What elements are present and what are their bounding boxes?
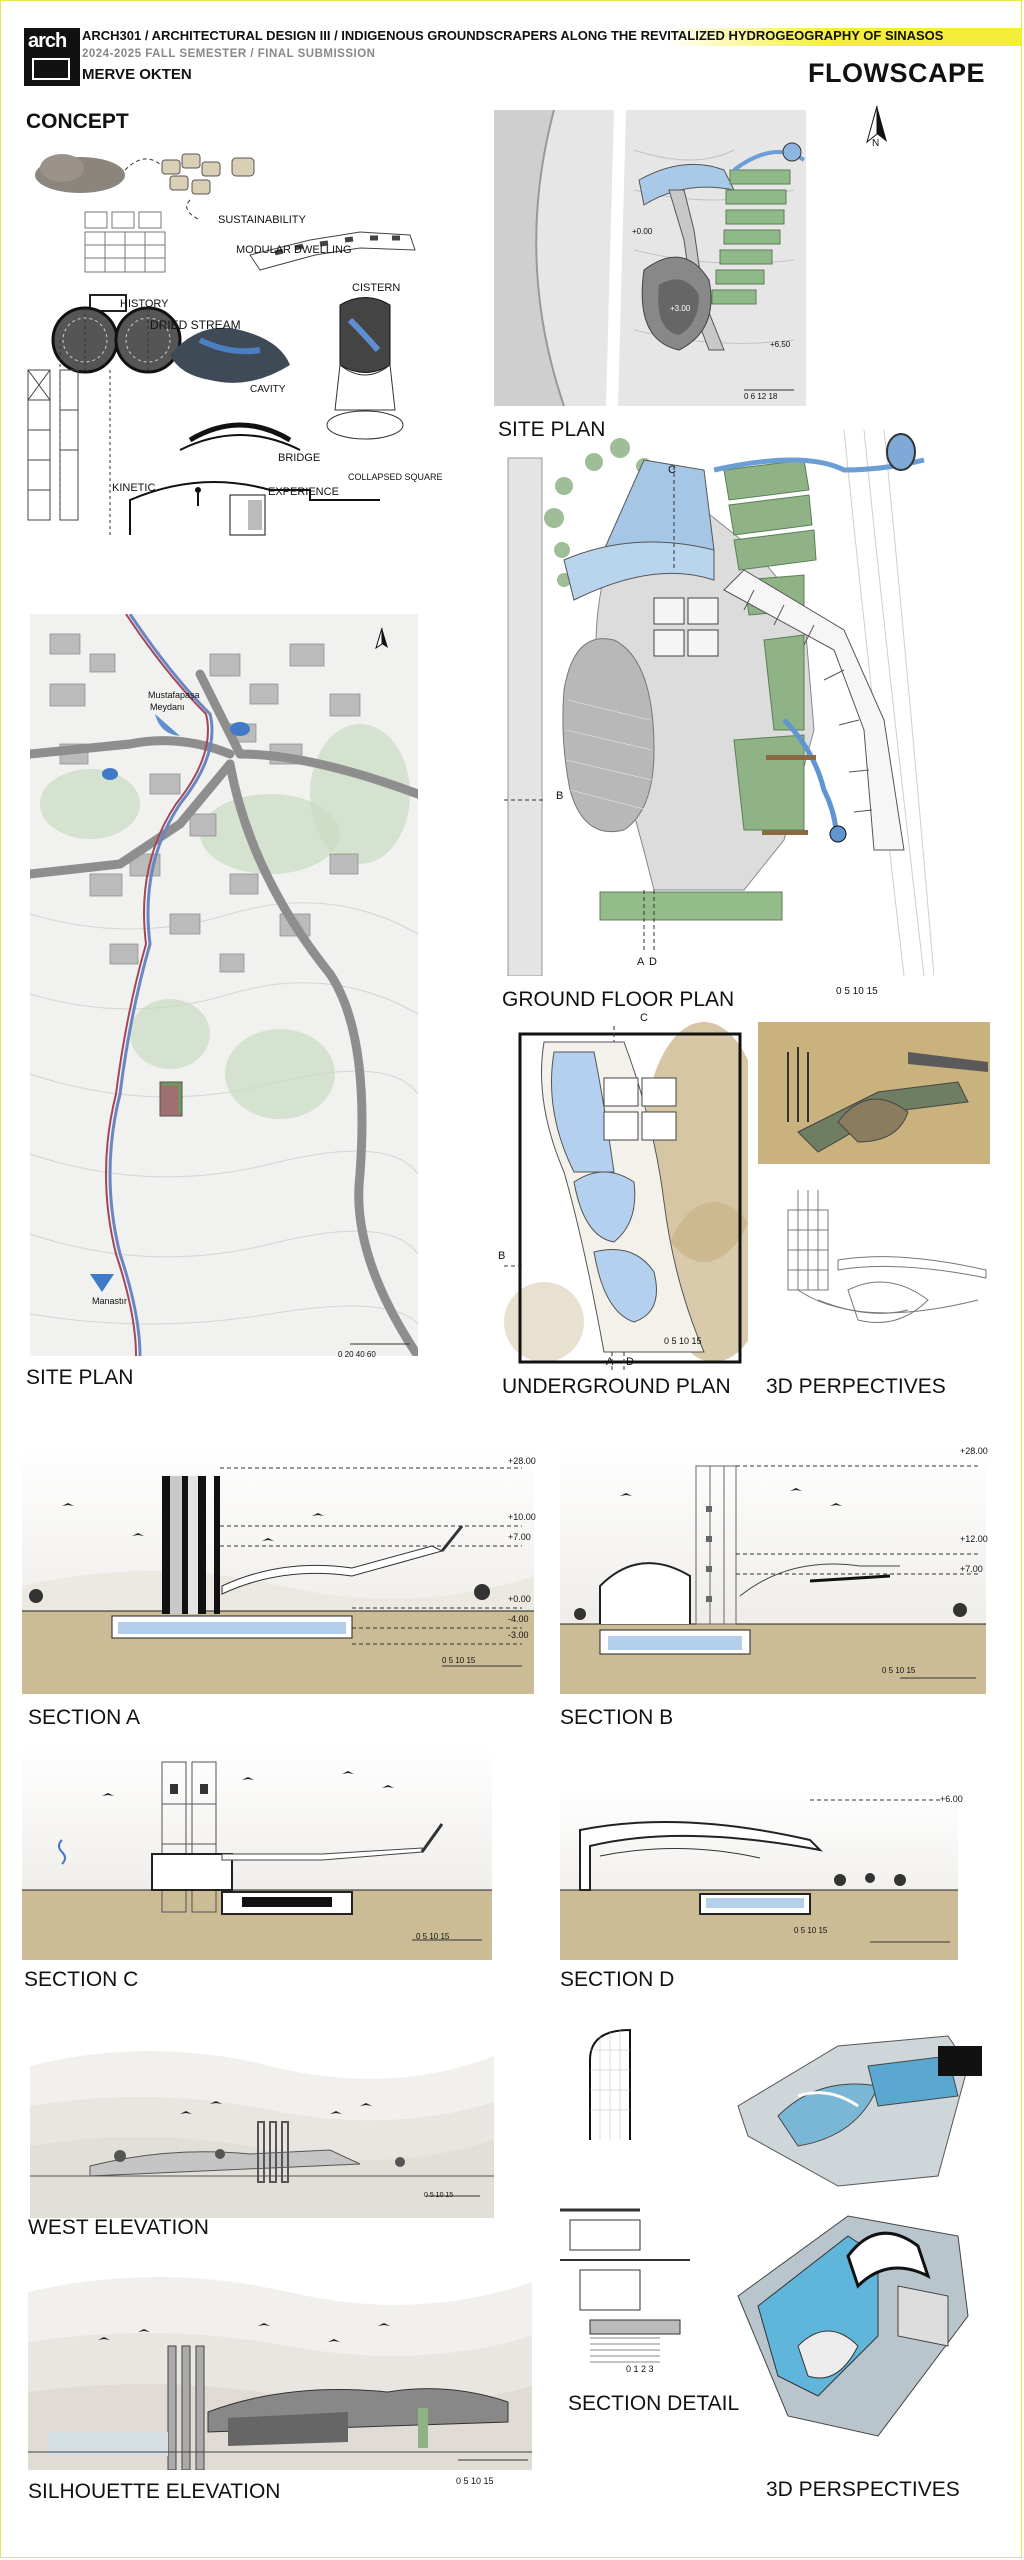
section-a-label: SECTION A	[28, 1706, 141, 1729]
section-b-level-3: +7.00	[960, 1564, 983, 1574]
site-level-c: +6.50	[770, 340, 791, 349]
silhouette-scale: 0 5 10 15	[456, 2476, 494, 2486]
site-plan-large-label: SITE PLAN	[26, 1366, 134, 1389]
west-elevation-label: WEST ELEVATION	[28, 2216, 209, 2239]
perspectives-bottom-label: 3D PERSPECTIVES	[766, 2478, 960, 2501]
project-title: FLOWSCAPE	[808, 58, 985, 88]
semester-line: 2024-2025 FALL SEMESTER / FINAL SUBMISSI…	[82, 48, 376, 60]
ug-section-a: A	[606, 1356, 614, 1368]
logo-text: arch	[28, 30, 67, 52]
perspective-render-1	[758, 1022, 990, 1164]
place-mustafapasa: Mustafapaşa	[148, 690, 200, 700]
section-d-scale: 0 5 10 15	[794, 1926, 828, 1935]
gf-section-d: D	[649, 956, 657, 968]
concept-diagram	[27, 153, 416, 536]
concept-label-sustainability: SUSTAINABILITY	[218, 214, 306, 226]
section-detail-drawing	[560, 2020, 700, 2392]
section-a-level-6: -3.00	[508, 1630, 529, 1640]
perspectives-top-label: 3D PERPECTIVES	[766, 1375, 946, 1398]
underground-label: UNDERGROUND PLAN	[502, 1375, 731, 1398]
concept-label-modular-dwelling: MODULAR DWELLING	[236, 244, 352, 256]
concept-label-bridge: BRIDGE	[278, 452, 321, 464]
ug-section-d: D	[626, 1356, 634, 1368]
west-elevation-drawing	[30, 2026, 494, 2218]
gf-section-b: B	[556, 790, 564, 802]
place-meydani: Meydanı	[150, 702, 185, 712]
section-b-label: SECTION B	[560, 1706, 674, 1729]
section-a-level-2: +10.00	[508, 1512, 536, 1522]
west-elevation-scale: 0 5 10 15	[424, 2192, 454, 2199]
north-label: N	[872, 138, 880, 149]
section-d-label: SECTION D	[560, 1968, 675, 1991]
ground-floor-label: GROUND FLOOR PLAN	[502, 988, 735, 1011]
section-c-drawing	[22, 1744, 492, 1960]
logo-grid-icon	[32, 58, 70, 80]
course-title: ARCH301 / ARCHITECTURAL DESIGN III / IND…	[82, 28, 944, 43]
site-plan-small-scale: 0 6 12 18	[744, 392, 778, 401]
section-detail-scale: 0 1 2 3	[626, 2364, 654, 2374]
ground-floor-scale: 0 5 10 15	[836, 986, 878, 997]
concept-label-cavity: CAVITY	[250, 384, 286, 395]
ug-section-b: B	[498, 1250, 506, 1262]
silhouette-elevation-drawing	[28, 2262, 532, 2470]
place-manastir: Manastır	[92, 1296, 128, 1306]
north-arrow-icon	[866, 105, 887, 144]
section-d-drawing	[560, 1790, 958, 1960]
ground-floor-plan	[504, 430, 934, 976]
underground-scale: 0 5 10 15	[664, 1336, 702, 1346]
concept-label-history: HISTORY	[120, 298, 169, 310]
site-plan-large-scale: 0 20 40 60	[338, 1350, 376, 1359]
perspective-line-1	[787, 1190, 987, 1323]
header-accent-bar	[82, 28, 1022, 46]
concept-label-collapsed-square: COLLAPSED SQUARE	[348, 472, 443, 482]
site-plan-small	[494, 110, 806, 406]
section-a-level-1: +28.00	[508, 1456, 536, 1466]
section-b-level-2: +12.00	[960, 1534, 988, 1544]
underground-plan	[504, 1022, 748, 1370]
section-a-level-4: +0.00	[508, 1594, 531, 1604]
silhouette-label: SILHOUETTE ELEVATION	[28, 2480, 281, 2503]
section-c-scale: 0 5 10 15	[416, 1932, 450, 1941]
section-a-drawing	[22, 1446, 534, 1694]
section-b-drawing	[560, 1446, 986, 1694]
author-name: MERVE OKTEN	[82, 66, 192, 83]
site-plan-small-label: SITE PLAN	[498, 418, 606, 441]
concept-label-experience: EXPERIENCE	[268, 486, 339, 498]
ug-section-c: C	[640, 1012, 648, 1024]
section-d-level-1: +6.00	[940, 1794, 963, 1804]
section-c-label: SECTION C	[24, 1968, 139, 1991]
section-detail-label: SECTION DETAIL	[568, 2392, 740, 2415]
concept-label-kinetic: KINETIC	[112, 482, 156, 494]
section-a-scale: 0 5 10 15	[442, 1656, 476, 1665]
site-plan-large	[30, 614, 418, 1356]
gf-section-c: C	[668, 464, 676, 476]
section-a-level-3: +7.00	[508, 1532, 531, 1542]
concept-heading: CONCEPT	[26, 110, 129, 133]
section-a-level-5: -4.00	[508, 1614, 529, 1624]
gf-section-a: A	[637, 956, 645, 968]
section-b-level-1: +28.00	[960, 1446, 988, 1456]
school-logo: arch	[24, 28, 80, 86]
concept-label-cistern: CISTERN	[352, 282, 401, 294]
perspective-render-2	[737, 2035, 982, 2187]
concept-label-dried-stream: DRIED STREAM	[150, 318, 241, 332]
section-b-scale: 0 5 10 15	[882, 1666, 916, 1675]
site-level-b: +3.00	[670, 304, 691, 313]
perspective-render-3	[737, 2215, 969, 2437]
site-level-a: +0.00	[632, 227, 653, 236]
